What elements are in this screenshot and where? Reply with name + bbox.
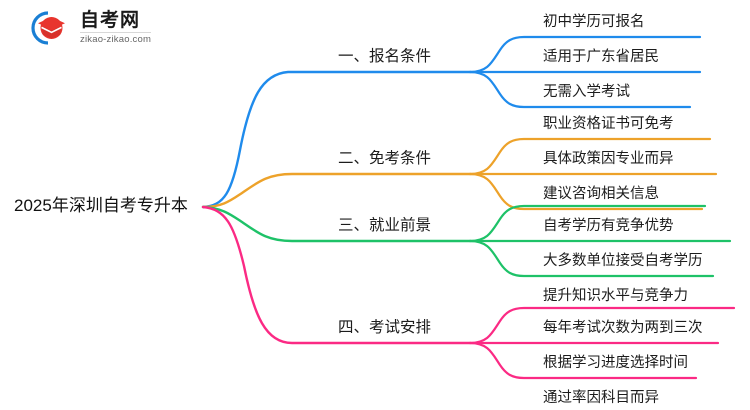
leaf-node-3-2[interactable]: 大多数单位接受自考学历 bbox=[543, 253, 703, 269]
branch-wire-2 bbox=[201, 137, 718, 211]
leaf-node-3-3[interactable]: 提升知识水平与竞争力 bbox=[543, 288, 688, 304]
leaf-node-2-1[interactable]: 职业资格证书可免考 bbox=[543, 116, 674, 132]
branch-label-3[interactable]: 三、就业前景 bbox=[338, 217, 432, 234]
graduation-cap-logo-icon bbox=[28, 8, 74, 48]
leaf-node-4-2[interactable]: 根据学习进度选择时间 bbox=[543, 355, 688, 371]
logo-wordmark: 自考网 zikao-zikao.com bbox=[80, 9, 152, 46]
logo-name-cn: 自考网 bbox=[80, 9, 141, 31]
logo-url: zikao-zikao.com bbox=[80, 31, 152, 45]
site-logo: 自考网 zikao-zikao.com bbox=[28, 8, 152, 48]
leaf-node-3-1[interactable]: 自考学历有竞争优势 bbox=[543, 218, 674, 234]
leaf-node-1-2[interactable]: 适用于广东省居民 bbox=[543, 49, 659, 65]
branch-wire-1 bbox=[201, 35, 702, 209]
branch-label-4[interactable]: 四、考试安排 bbox=[338, 319, 432, 336]
leaf-node-2-2[interactable]: 具体政策因专业而异 bbox=[543, 151, 674, 167]
leaf-node-4-3[interactable]: 通过率因科目而异 bbox=[543, 390, 659, 406]
root-node[interactable]: 2025年深圳自考专升本 bbox=[14, 196, 188, 215]
branch-wire-3 bbox=[201, 204, 732, 278]
branch-wire-4 bbox=[201, 205, 736, 380]
leaf-node-2-3[interactable]: 建议咨询相关信息 bbox=[543, 186, 659, 202]
branch-label-2[interactable]: 二、免考条件 bbox=[338, 150, 432, 167]
leaf-node-1-3[interactable]: 无需入学考试 bbox=[543, 84, 630, 100]
leaf-node-1-1[interactable]: 初中学历可报名 bbox=[543, 14, 645, 30]
leaf-node-4-1[interactable]: 每年考试次数为两到三次 bbox=[543, 320, 703, 336]
branch-label-1[interactable]: 一、报名条件 bbox=[338, 48, 432, 65]
